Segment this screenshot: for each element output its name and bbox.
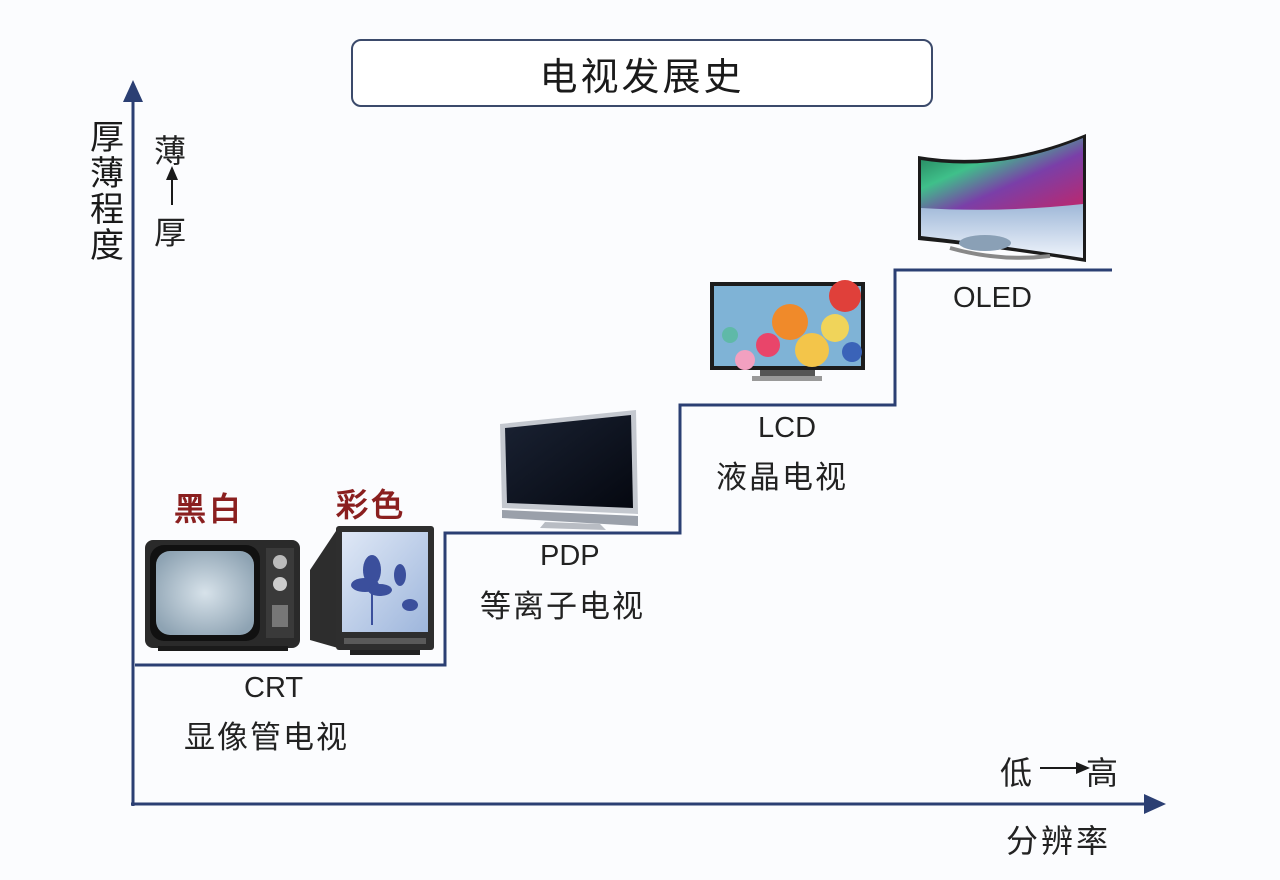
bw-crt-tv-image	[145, 540, 300, 651]
pdp-name-cn: 等离子电视	[480, 589, 645, 625]
x-axis-label: 分辨率	[1006, 822, 1112, 860]
color-crt-tv-image	[310, 526, 434, 655]
lcd-tv-image	[710, 280, 865, 381]
pdp-name: PDP	[540, 540, 600, 572]
x-axis-arrow-icon	[1144, 794, 1166, 814]
crt-name: CRT	[244, 672, 304, 704]
pdp-tv-image	[500, 410, 638, 530]
diagram-title: 电视发展史	[351, 39, 933, 107]
thin-thick-arrow-icon	[166, 166, 178, 205]
y-axis-label: 厚薄程度	[89, 120, 125, 264]
stair-steps	[135, 268, 1112, 667]
crt-color-tag: 彩色	[336, 486, 407, 524]
y-axis-top-label: 薄	[154, 132, 187, 170]
crt-bw-tag: 黑白	[174, 490, 245, 528]
y-axis	[123, 80, 143, 806]
lcd-name: LCD	[758, 412, 817, 444]
crt-name-cn: 显像管电视	[184, 720, 349, 756]
y-axis-arrow-icon	[123, 80, 143, 102]
oled-name: OLED	[953, 282, 1032, 314]
x-axis	[131, 794, 1166, 814]
lcd-name-cn: 液晶电视	[716, 460, 848, 496]
low-high-arrow-icon	[1040, 762, 1090, 774]
y-axis-bottom-label: 厚	[154, 214, 187, 252]
x-axis-low-label: 低	[1000, 754, 1033, 792]
oled-tv-image	[918, 134, 1086, 262]
x-axis-high-label: 高	[1086, 754, 1119, 792]
y-axis-label-text: 厚薄程度	[90, 118, 124, 266]
